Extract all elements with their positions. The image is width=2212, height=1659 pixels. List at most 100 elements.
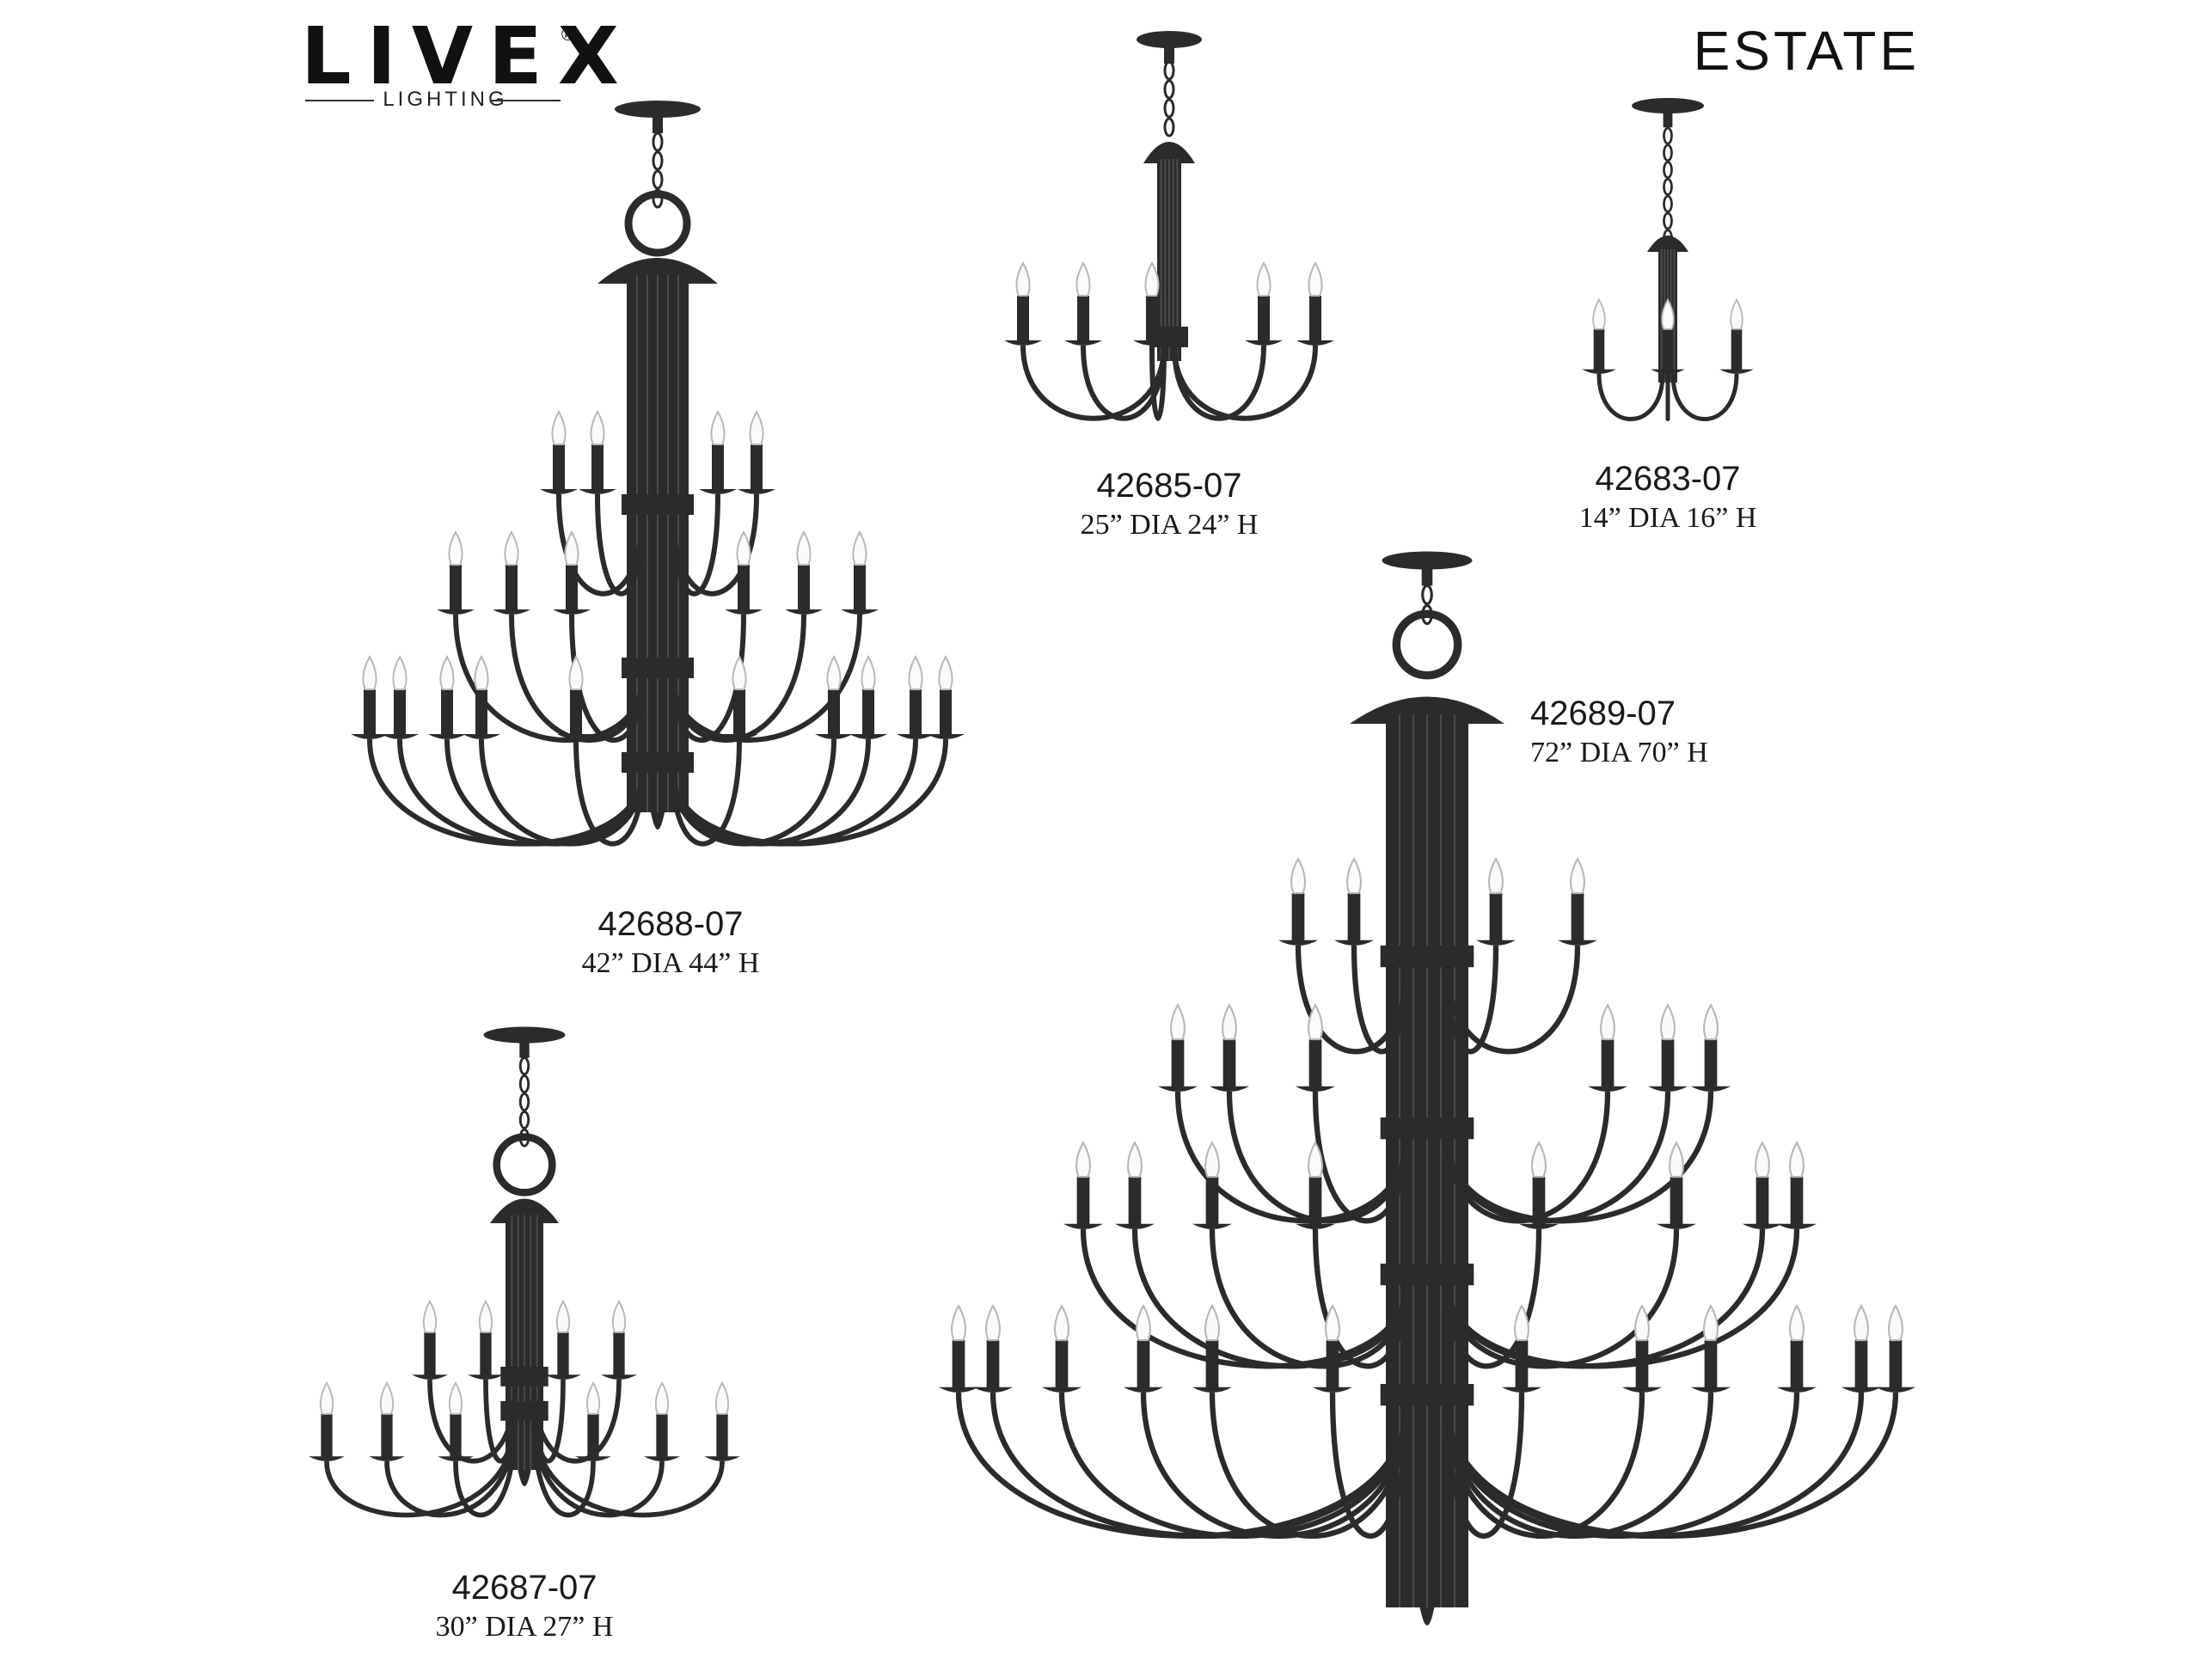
chandelier-arm — [531, 1420, 725, 1518]
chandelier-arm — [1444, 1392, 1899, 1540]
dimensions: 30” DIA 27” H — [435, 1611, 614, 1643]
collection-title: ESTATE — [1693, 20, 1920, 82]
chandelier-arm — [573, 738, 645, 847]
candle-arm-light — [493, 530, 530, 615]
chandelier-arm — [453, 1420, 518, 1518]
chandelier-arm — [1209, 1228, 1410, 1369]
candle-arm-light — [1312, 1304, 1353, 1393]
chain-link — [1663, 178, 1673, 196]
candle-arm-light — [699, 409, 737, 494]
candle-arm-light — [1475, 857, 1517, 946]
candle-arm-light — [463, 654, 500, 739]
candle-arm-light — [1582, 297, 1616, 374]
chandelier-arm — [1131, 1228, 1410, 1369]
canopy — [1382, 551, 1473, 570]
candle-arm-light — [438, 1380, 474, 1461]
chain-link — [1163, 98, 1175, 119]
logo-divider-left — [305, 100, 374, 101]
candle-arm-light — [412, 1299, 448, 1380]
candle-arm-light — [553, 530, 591, 615]
chain-link — [1663, 126, 1673, 145]
chandelier-arm — [990, 1392, 1410, 1540]
dimensions: 72” DIA 70” H — [1530, 737, 1708, 768]
chandelier-arm — [1444, 1228, 1542, 1369]
chandelier-arm — [1312, 1228, 1410, 1369]
model-number: 42689-07 — [1530, 695, 1676, 732]
bottom-finial — [518, 1470, 531, 1486]
brand-subtitle: LIGHTING — [383, 88, 508, 111]
tier-band — [622, 494, 694, 515]
chandelier-arm — [595, 493, 645, 597]
candle-arm-light — [1041, 1304, 1082, 1393]
product-label-42688: 42688-07 42” DIA 44” H — [499, 903, 843, 983]
candle-arm-light — [351, 654, 389, 739]
candle-arm-light — [785, 530, 823, 615]
model-number: 42688-07 — [597, 905, 744, 943]
chain-link — [652, 169, 664, 190]
candle-arm-light — [849, 654, 887, 739]
candle-arm-light — [1278, 857, 1319, 946]
tier-band — [622, 752, 694, 773]
product-label-42687: 42687-07 30” DIA 27” H — [352, 1566, 696, 1646]
chandelier-arm — [479, 738, 645, 847]
candle-arm-light — [1875, 1304, 1916, 1393]
candle-arm-light — [1621, 1304, 1663, 1393]
candle-arm-light — [644, 1380, 680, 1461]
candle-arm-light — [1742, 1141, 1783, 1229]
logo-divider-right — [492, 100, 561, 101]
hanging-ring — [1392, 609, 1462, 680]
chandelier-arm — [453, 614, 645, 744]
candle-arm-light — [1245, 260, 1283, 346]
candle-arm-light — [1063, 1141, 1104, 1229]
canopy — [483, 1026, 566, 1044]
candle-arm-light — [1295, 1141, 1336, 1229]
chain-link — [1663, 211, 1673, 230]
candle-arm-light — [1647, 1003, 1688, 1092]
candle-arm-light — [720, 654, 758, 739]
candle-arm-light — [1719, 297, 1754, 374]
chandelier-arm — [324, 1420, 518, 1518]
chain-link — [518, 1056, 530, 1076]
candle-arm-light — [1004, 260, 1042, 346]
chandelier-42685-image — [1004, 31, 1334, 421]
chandelier-42688-image — [351, 101, 965, 847]
model-number: 42685-07 — [1096, 467, 1242, 505]
canopy — [1632, 98, 1704, 113]
chandelier-arm — [1295, 945, 1410, 1055]
candle-arm-light — [557, 654, 595, 739]
chandelier-arm — [1444, 945, 1499, 1055]
chandelier-arm — [1444, 1392, 1645, 1540]
candle-arm-light — [1192, 1304, 1233, 1393]
canopy — [615, 101, 701, 118]
column-cap — [1647, 236, 1688, 252]
chandelier-arm — [671, 493, 759, 597]
canopy — [1137, 31, 1202, 48]
chandelier-arm — [671, 738, 948, 847]
candle-arm-light — [437, 530, 475, 615]
dimensions: 25” DIA 24” H — [1080, 509, 1259, 541]
chandelier-arm — [1149, 345, 1167, 421]
chain-link — [1663, 144, 1673, 162]
registered-mark: ® — [561, 26, 574, 45]
candle-arm-light — [927, 654, 965, 739]
chandelier-arm — [1670, 373, 1739, 421]
chandelier-arm — [671, 738, 742, 847]
brand-logo-wordmark: LIVEX — [301, 10, 634, 102]
chain-link — [1163, 60, 1175, 81]
candle-arm-light — [1587, 1003, 1628, 1092]
candle-arm-light — [369, 1380, 405, 1461]
chandelier-arm — [1444, 1392, 1525, 1539]
candle-arm-light — [1114, 1141, 1155, 1229]
candle-arm-light — [1192, 1141, 1233, 1229]
dimensions: 14” DIA 16” H — [1578, 502, 1757, 534]
candle-arm-light — [309, 1380, 345, 1461]
candle-arm-light — [1333, 857, 1375, 946]
model-number: 42683-07 — [1595, 460, 1741, 498]
chandelier-42689-image — [938, 551, 1916, 1625]
hanging-ring — [624, 190, 691, 257]
chain-link — [518, 1074, 530, 1093]
product-label-42689: 42689-07 72” DIA 70” H — [1530, 692, 1771, 772]
tier-band — [622, 658, 694, 678]
canopy-stem — [1421, 566, 1433, 586]
chain-link — [1663, 194, 1673, 213]
